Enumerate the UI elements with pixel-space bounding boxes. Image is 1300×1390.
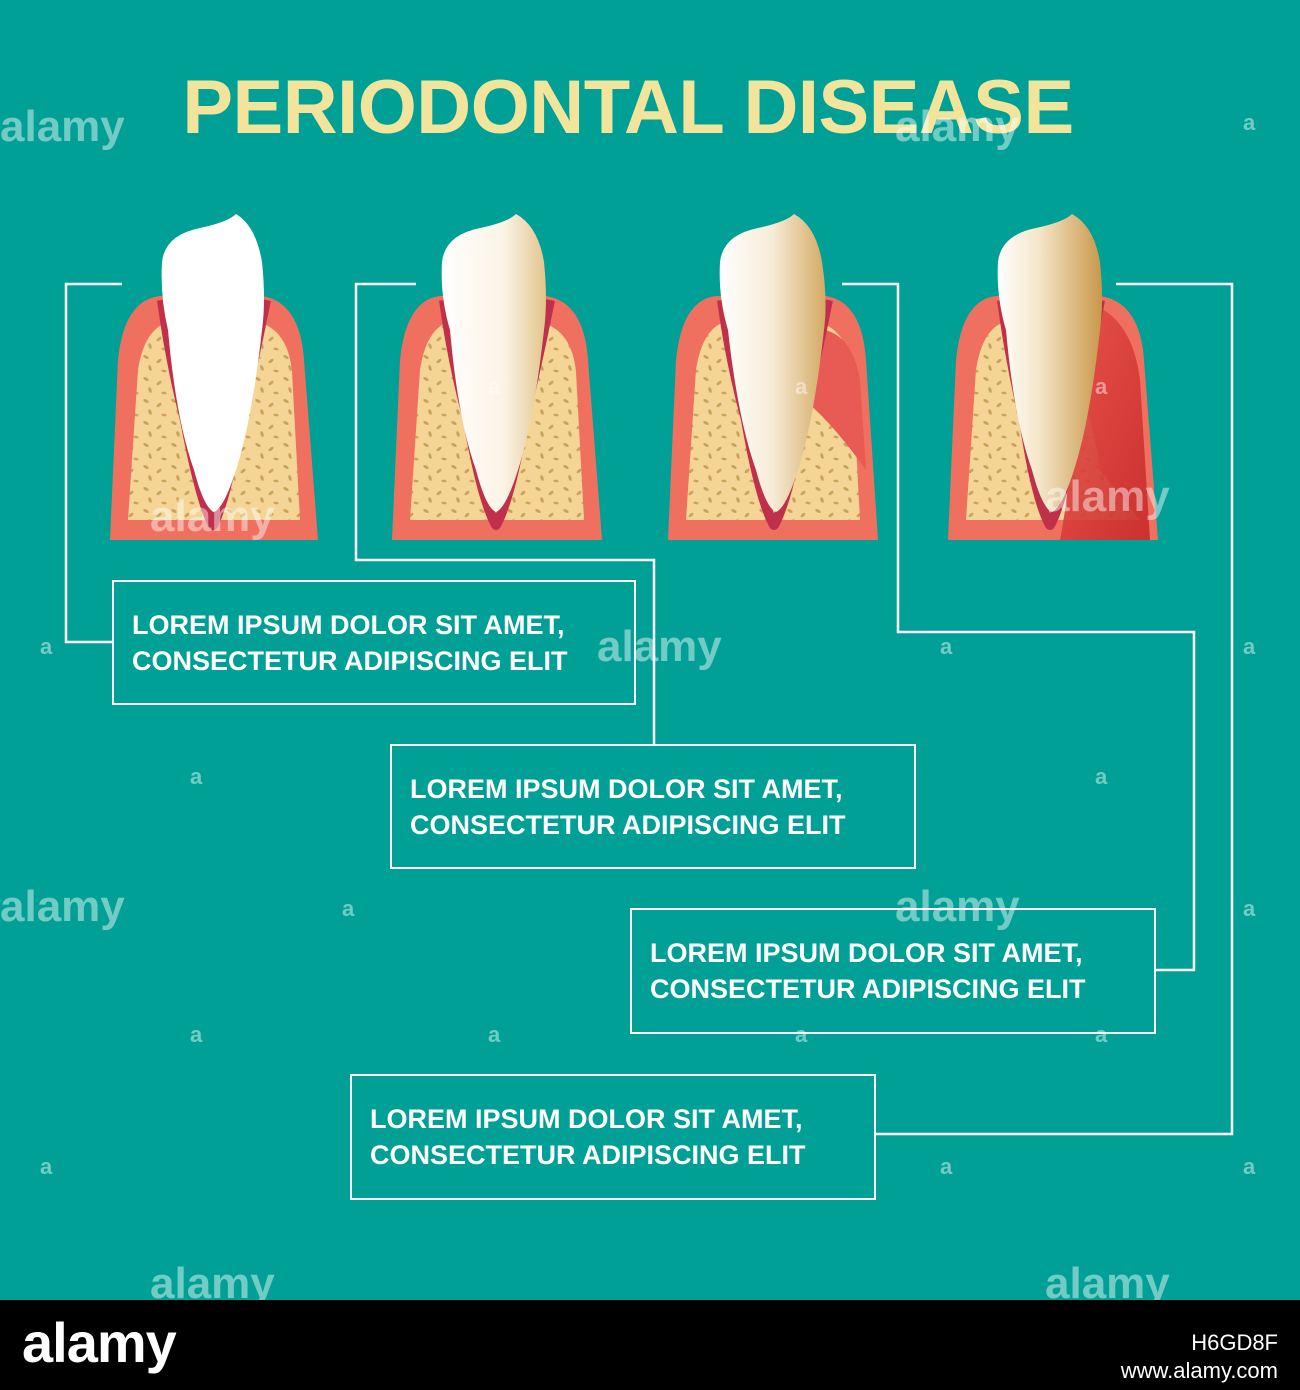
watermark-mark: a — [940, 1154, 953, 1179]
label-3-line-2: CONSECTETUR ADIPISCING ELIT — [650, 974, 1086, 1004]
label-box-1: LOREM IPSUM DOLOR SIT AMET, CONSECTETUR … — [112, 580, 636, 705]
watermark-mark: a — [795, 374, 808, 399]
tooth-1 — [161, 214, 264, 512]
label-3-line-1: LOREM IPSUM DOLOR SIT AMET, — [650, 938, 1083, 968]
watermark-mark: a — [190, 1022, 203, 1047]
footer-image-id: H6GD8F — [1191, 1330, 1278, 1355]
watermark-mark: a — [940, 634, 953, 659]
watermark-mark: a — [1095, 764, 1108, 789]
watermark-logo: alamy — [895, 882, 1020, 931]
watermark-logo: alamy — [597, 622, 722, 671]
watermark-mark: a — [1243, 634, 1256, 659]
watermark-logo: alamy — [1045, 1259, 1170, 1308]
watermark-mark: a — [40, 634, 53, 659]
tooth-2 — [441, 214, 546, 512]
tooth-stage-4 — [948, 214, 1158, 540]
watermark-logo: alamy — [150, 492, 275, 541]
watermark-mark: a — [342, 896, 355, 921]
connector-line-1 — [64, 282, 122, 644]
watermark-logo: alamy — [895, 102, 1020, 151]
tooth-stage-2 — [392, 214, 602, 540]
teeth-illustration — [64, 214, 1234, 1136]
watermark-mark: a — [190, 764, 203, 789]
watermark-logo: alamy — [1045, 472, 1170, 521]
watermark-mark: a — [1095, 374, 1108, 399]
page-title: PERIODONTAL DISEASE — [182, 65, 1074, 150]
watermark-mark: a — [1243, 110, 1256, 135]
connector-line-4 — [876, 282, 1234, 1136]
watermark-mark: a — [190, 374, 203, 399]
label-1-line-1: LOREM IPSUM DOLOR SIT AMET, — [132, 609, 565, 640]
tooth-3 — [719, 214, 826, 512]
watermark-mark: a — [488, 1022, 501, 1047]
watermark-mark: a — [1243, 896, 1256, 921]
tooth-stage-3 — [668, 214, 878, 540]
connector-line-3 — [842, 282, 1196, 972]
tooth-4 — [997, 214, 1102, 512]
watermark-logo: alamy — [150, 1259, 275, 1308]
label-box-4: LOREM IPSUM DOLOR SIT AMET, CONSECTETUR … — [350, 1074, 876, 1200]
watermark-logo: alamy — [0, 102, 125, 151]
label-2-line-2: CONSECTETUR ADIPISCING ELIT — [410, 809, 846, 840]
footer-logo: alamy — [22, 1311, 177, 1374]
watermark-mark: a — [40, 1154, 53, 1179]
watermark-mark: a — [1095, 1022, 1108, 1047]
connector-line-2 — [354, 282, 656, 744]
watermark-footer: alamy H6GD8F www.alamy.com — [0, 1300, 1300, 1390]
tooth-stage-1 — [110, 214, 318, 540]
connector-lines — [64, 282, 1234, 1136]
label-4-line-1: LOREM IPSUM DOLOR SIT AMET, — [370, 1104, 803, 1134]
label-1-line-2: CONSECTETUR ADIPISCING ELIT — [132, 645, 568, 676]
label-box-3: LOREM IPSUM DOLOR SIT AMET, CONSECTETUR … — [630, 908, 1156, 1034]
label-box-2: LOREM IPSUM DOLOR SIT AMET, CONSECTETUR … — [390, 744, 916, 869]
footer-url: www.alamy.com — [1120, 1358, 1278, 1383]
watermark-mark: a — [1243, 1154, 1256, 1179]
watermark-logo: alamy — [0, 882, 125, 931]
label-2-line-1: LOREM IPSUM DOLOR SIT AMET, — [410, 773, 843, 804]
watermark-mark: a — [488, 374, 501, 399]
label-4-line-2: CONSECTETUR ADIPISCING ELIT — [370, 1140, 806, 1170]
watermark-mark: a — [795, 1022, 808, 1047]
